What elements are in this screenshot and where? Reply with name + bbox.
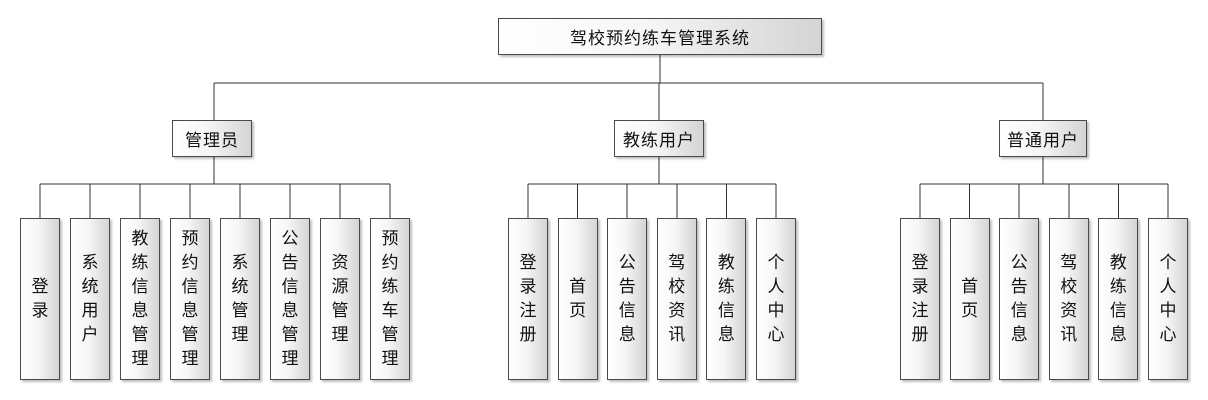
- leaf-node-admin-4: 系统管理: [220, 218, 260, 380]
- leaf-label: 首页: [569, 277, 587, 321]
- leaf-label: 教练信息: [717, 253, 735, 345]
- leaf-label: 教练信息: [1109, 253, 1127, 345]
- leaf-label: 首页: [961, 277, 979, 321]
- leaf-node-user-4: 教练信息: [1098, 218, 1139, 380]
- leaf-node-admin-7: 预约练车管理: [370, 218, 410, 380]
- leaf-label: 登录注册: [911, 253, 929, 345]
- leaf-node-user-1: 首页: [949, 218, 990, 380]
- leaf-label: 预约练车管理: [381, 229, 399, 369]
- leaf-label: 个人中心: [767, 253, 785, 345]
- leaf-label: 个人中心: [1159, 253, 1177, 345]
- leaf-label: 教练信息管理: [131, 229, 149, 369]
- leaf-node-coach-2: 公告信息: [607, 218, 648, 380]
- leaf-node-coach-3: 驾校资讯: [656, 218, 697, 380]
- leaf-label: 预约信息管理: [181, 229, 199, 369]
- leaf-node-admin-5: 公告信息管理: [270, 218, 310, 380]
- root-node: 驾校预约练车管理系统: [498, 18, 822, 55]
- leaf-node-coach-4: 教练信息: [706, 218, 747, 380]
- leaf-node-user-5: 个人中心: [1148, 218, 1188, 380]
- leaf-label: 资源管理: [331, 253, 349, 345]
- leaf-label: 公告信息: [618, 253, 636, 345]
- leaf-label: 公告信息管理: [281, 229, 299, 369]
- leaf-label: 驾校资讯: [1060, 253, 1078, 345]
- leaf-label: 公告信息: [1010, 253, 1028, 345]
- group-node-coach: 教练用户: [614, 120, 704, 157]
- leaf-node-admin-3: 预约信息管理: [170, 218, 210, 380]
- group-label-coach: 教练用户: [623, 131, 695, 151]
- group-label-user: 普通用户: [1007, 131, 1079, 151]
- leaf-node-coach-1: 首页: [557, 218, 598, 380]
- leaf-node-coach-5: 个人中心: [756, 218, 796, 380]
- leaf-label: 登录注册: [519, 253, 537, 345]
- root-label: 驾校预约练车管理系统: [570, 29, 750, 49]
- leaf-node-admin-1: 系统用户: [70, 218, 110, 380]
- leaf-node-user-0: 登录注册: [900, 218, 940, 380]
- group-node-admin: 管理员: [172, 120, 252, 157]
- group-label-admin: 管理员: [185, 131, 239, 151]
- leaf-node-user-2: 公告信息: [999, 218, 1040, 380]
- leaf-node-admin-0: 登录: [20, 218, 60, 380]
- leaf-node-admin-2: 教练信息管理: [120, 218, 160, 380]
- leaf-label: 系统用户: [81, 253, 99, 345]
- leaf-node-coach-0: 登录注册: [508, 218, 548, 380]
- leaf-label: 驾校资讯: [668, 253, 686, 345]
- leaf-label: 登录: [31, 277, 49, 321]
- leaf-node-user-3: 驾校资讯: [1048, 218, 1089, 380]
- leaf-node-admin-6: 资源管理: [320, 218, 360, 380]
- group-node-user: 普通用户: [999, 120, 1087, 157]
- leaf-label: 系统管理: [231, 253, 249, 345]
